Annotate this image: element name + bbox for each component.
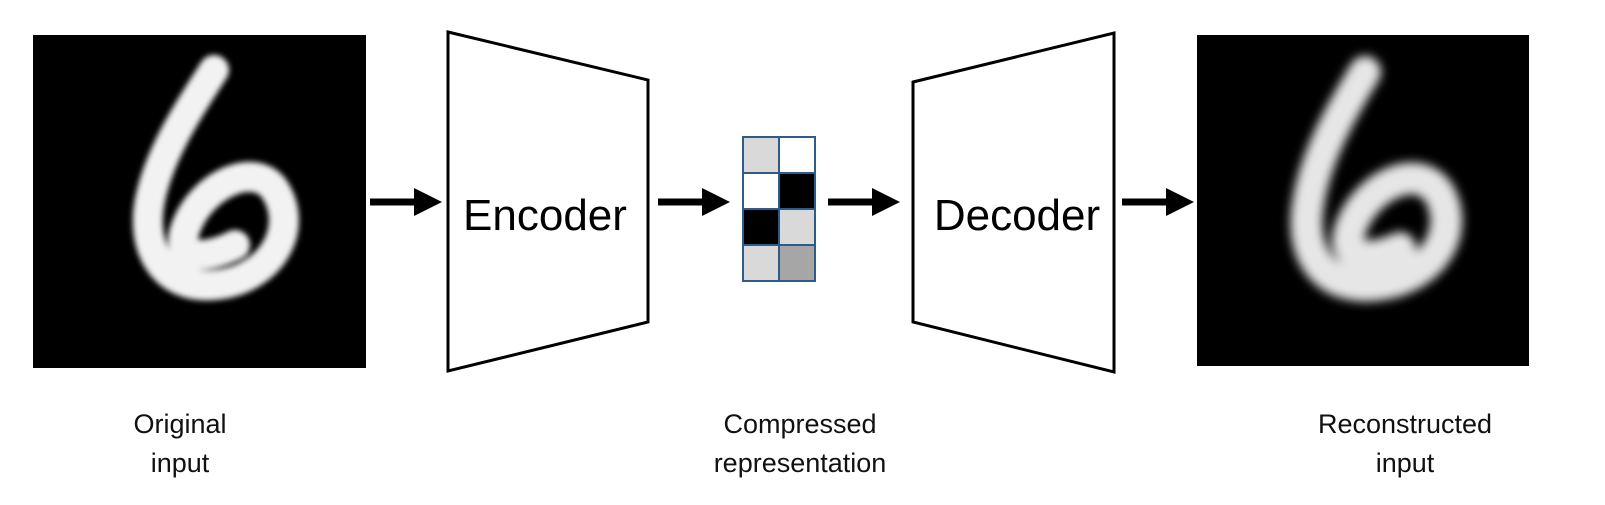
latent-cell-r3-c0 — [742, 244, 780, 282]
caption-reconstructed-input: Reconstructed input — [1275, 405, 1535, 483]
encoder-block: Encoder — [446, 30, 650, 373]
reconstructed-input-image — [1197, 35, 1529, 366]
latent-cell-r2-c0 — [742, 208, 780, 246]
caption-reconstructed-line-2: input — [1375, 448, 1435, 478]
arrow-latent-to-decoder — [828, 188, 900, 216]
arrow-input-to-encoder — [370, 188, 442, 216]
arrow-decoder-to-output — [1122, 188, 1194, 216]
arrow-encoder-to-latent — [658, 188, 730, 216]
decoder-block: Decoder — [911, 31, 1116, 374]
latent-cell-r0-c0 — [742, 136, 780, 174]
caption-original-input: Original input — [80, 405, 280, 483]
decoder-label: Decoder — [934, 191, 1100, 240]
latent-cell-r3-c1 — [778, 244, 816, 282]
caption-compressed-line-1: Compressed — [723, 409, 877, 439]
caption-compressed-line-2: representation — [713, 448, 887, 478]
latent-cell-r1-c0 — [742, 172, 780, 210]
digit-six-original — [132, 55, 299, 301]
original-input-image — [33, 35, 366, 368]
caption-original-line-1: Original — [133, 409, 227, 439]
caption-original-line-2: input — [150, 448, 210, 478]
encoder-label: Encoder — [463, 191, 627, 240]
latent-cell-r2-c1 — [778, 208, 816, 246]
digit-six-reconstructed — [1290, 56, 1463, 302]
compressed-representation-grid — [742, 136, 816, 282]
latent-cell-r1-c1 — [778, 172, 816, 210]
caption-compressed-representation: Compressed representation — [665, 405, 935, 483]
latent-cell-r0-c1 — [778, 136, 816, 174]
caption-reconstructed-line-1: Reconstructed — [1317, 409, 1493, 439]
